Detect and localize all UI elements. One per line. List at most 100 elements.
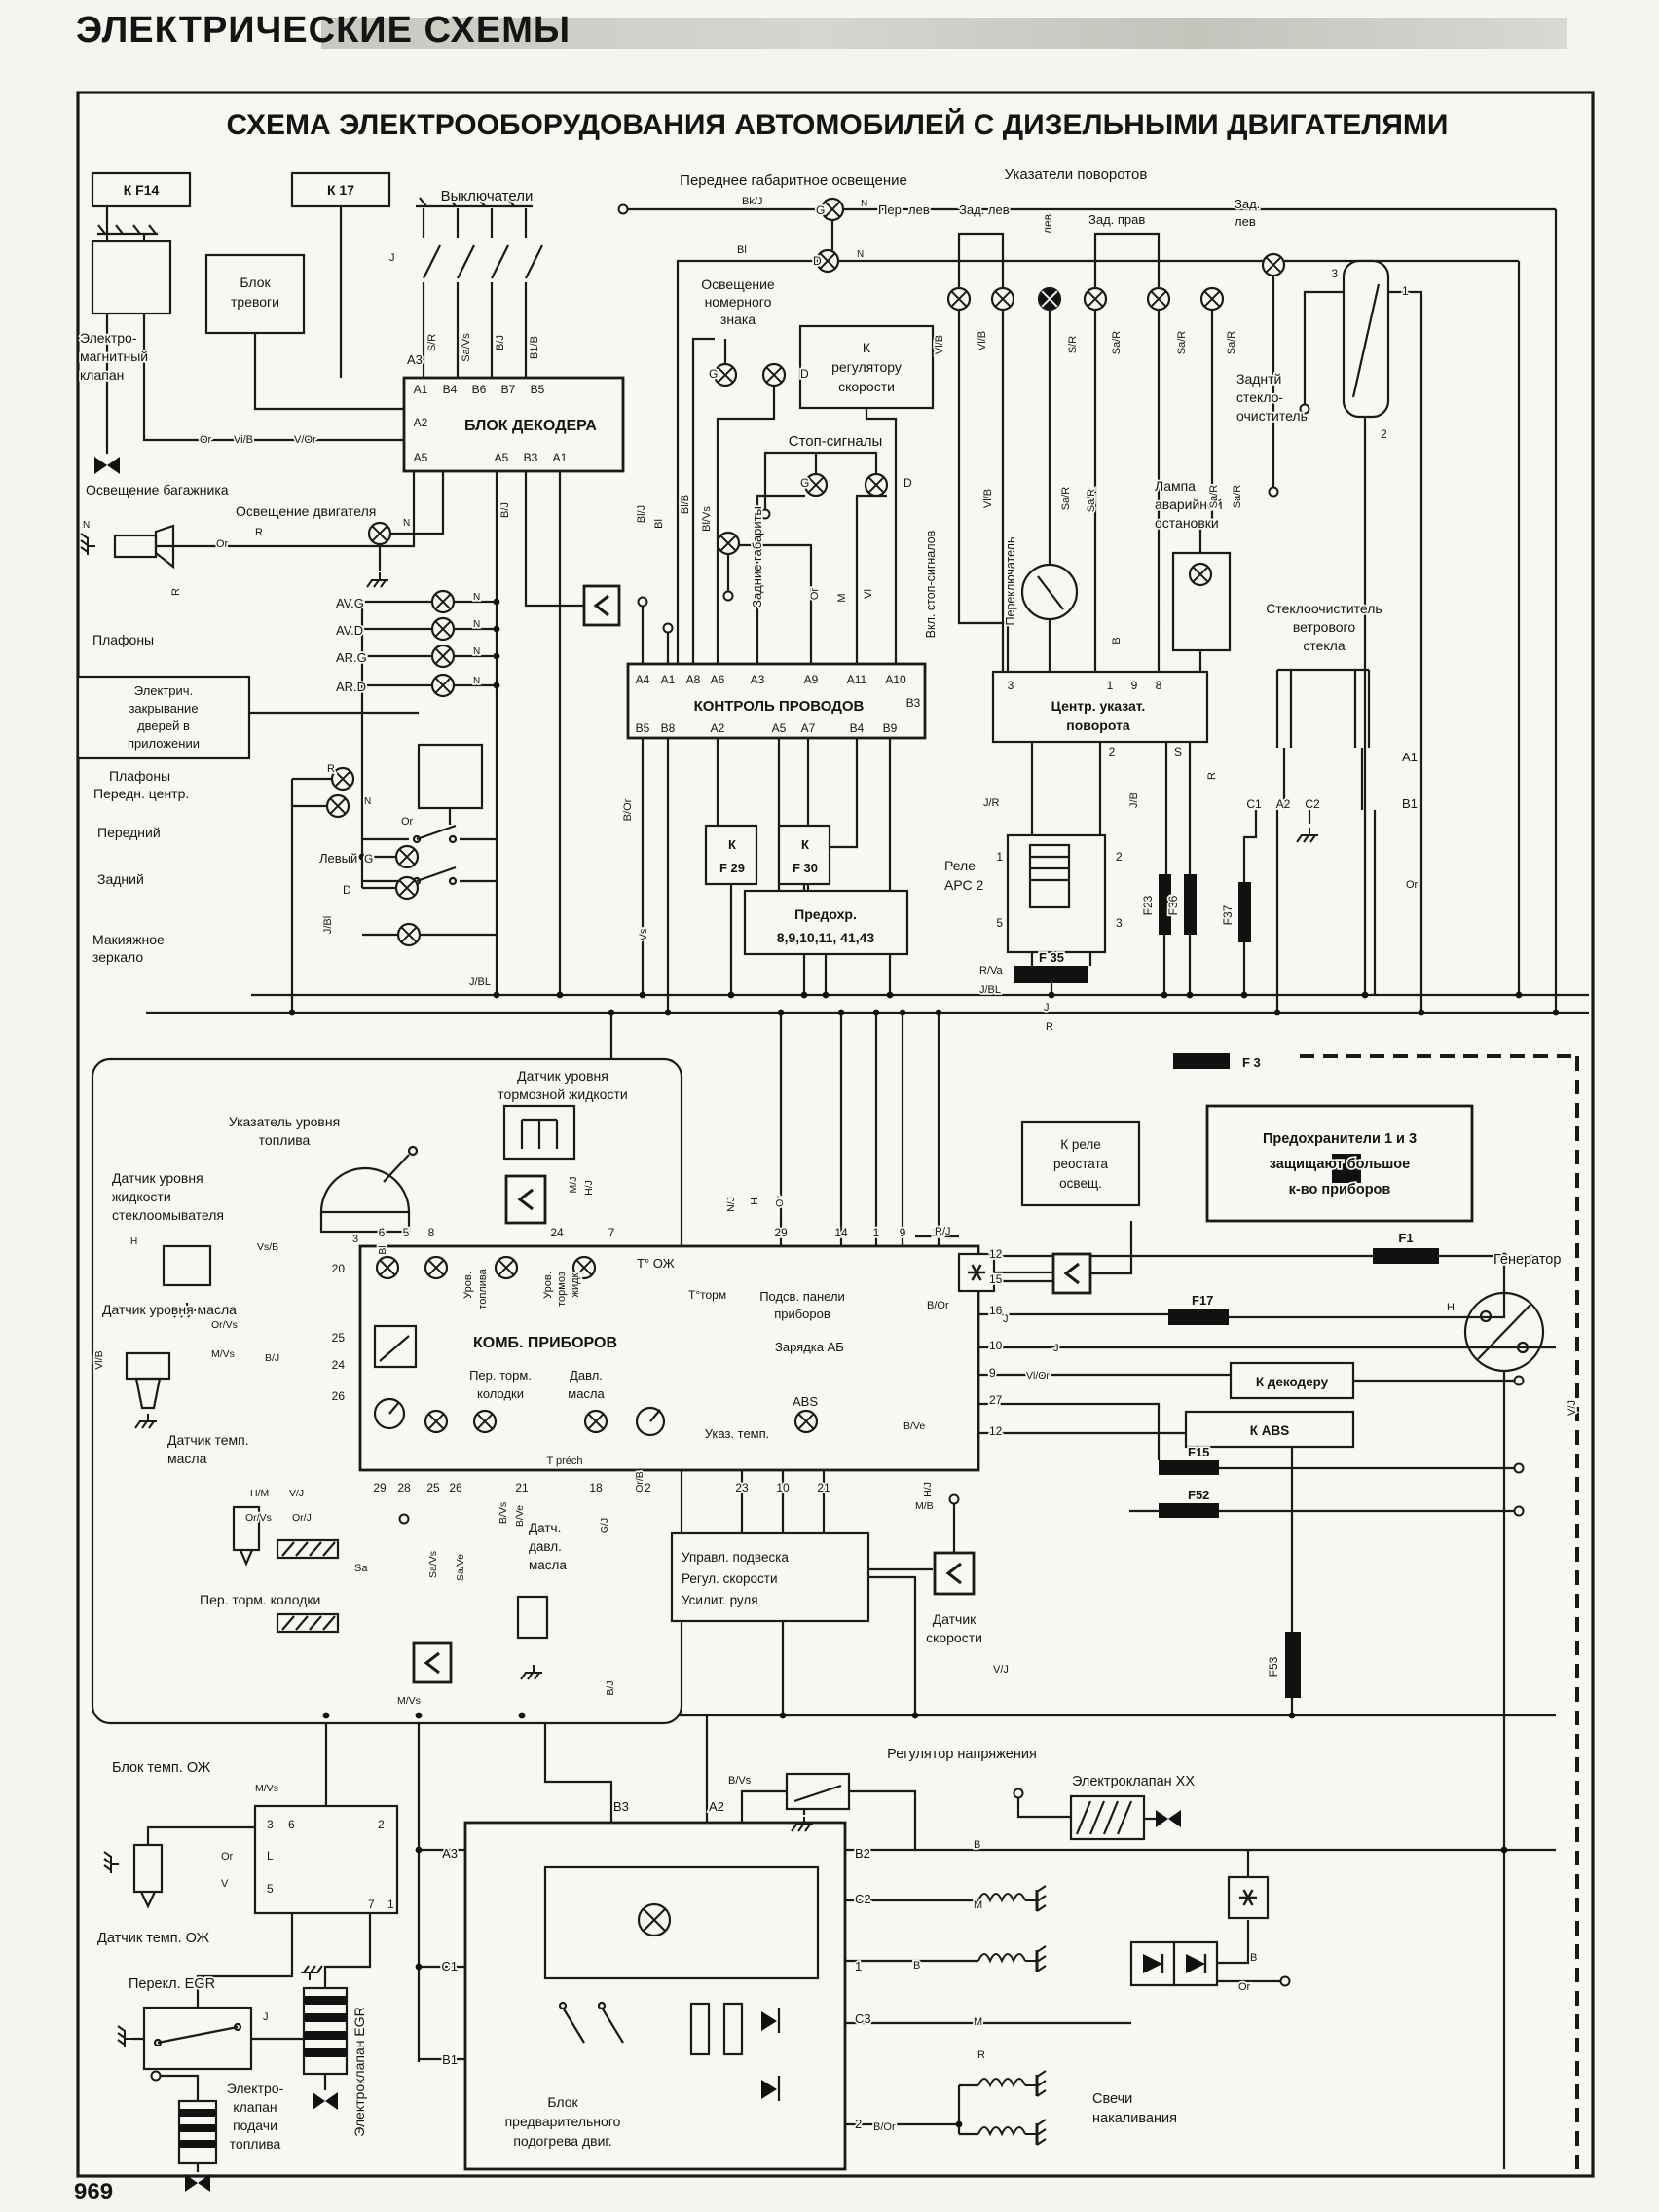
diagram-label: 9: [989, 1366, 996, 1380]
diagram-label: А7: [801, 721, 816, 735]
diagram-label: Н/М: [250, 1488, 269, 1499]
door-lock-note-box: [76, 675, 251, 760]
diagram-label: S/R: [426, 334, 438, 351]
diagram-label: Переднее габаритное освещение: [680, 172, 907, 189]
lamp-icon: [430, 673, 456, 698]
diagram-label: F36: [1166, 895, 1180, 915]
diagram-label: А2: [1276, 797, 1291, 811]
diagram-label: скорости: [926, 1630, 982, 1645]
diagram-label: Выключатели: [441, 188, 534, 204]
diagram-label: V: [221, 1878, 229, 1890]
diagram-label: N: [861, 199, 867, 209]
oil-level-sensor-box: [125, 1351, 171, 1381]
preheat-diodes: [761, 2011, 777, 2099]
diagram-label: F37: [1221, 904, 1235, 925]
diagram-label: Sa/Vs: [427, 1551, 439, 1578]
diagram-label: 2: [855, 2117, 862, 2131]
diagram-label: К декодеру: [1256, 1375, 1329, 1389]
diagram-label: 3: [267, 1818, 274, 1831]
diagram-label: F 3: [1242, 1055, 1261, 1070]
diagram-label: S: [1174, 745, 1182, 758]
diagram-label: J/B: [1128, 793, 1140, 808]
diagram-label: Лампа: [1155, 478, 1196, 494]
diagram-label: Заднтй: [1236, 371, 1281, 387]
diagram-label: С1: [441, 1959, 458, 1973]
diagram-label: Or/Vs: [211, 1319, 238, 1331]
lamp-icon: [946, 286, 972, 312]
diagram-label: Стеклоочиститель: [1266, 601, 1382, 616]
diagram-label: 26: [332, 1389, 346, 1403]
coolant-temp-sensor: [132, 1843, 164, 1894]
diagram-label: N: [403, 518, 410, 529]
idle-valve-box: [1069, 1794, 1146, 1841]
diagram-label: С3: [855, 2011, 871, 2026]
instrument-cluster-box: [358, 1244, 980, 1472]
diagram-label: В: [1250, 1952, 1257, 1964]
diagram-label: 7: [368, 1898, 375, 1911]
diagram-label: J: [1003, 1313, 1009, 1325]
diagram-label: Bl: [377, 1245, 388, 1254]
arrow-boxes: [412, 584, 1092, 1684]
diagram-label: J/BL: [469, 977, 491, 988]
diagram-label: Электроклапан EGR: [351, 2007, 367, 2136]
diagram-title: СХЕМА ЭЛЕКТРООБОРУДОВАНИЯ АВТОМОБИЛЕЙ С …: [226, 109, 1449, 141]
preheat-contacts: [562, 2007, 624, 2044]
interior-switch-box: [417, 743, 484, 810]
diagram-label: А3: [442, 1846, 458, 1861]
diagram-label: Уров.: [462, 1272, 474, 1299]
diagram-label: N: [473, 592, 480, 603]
fuse-f15: [1159, 1460, 1219, 1475]
diagram-label: масла: [568, 1386, 605, 1401]
diode-box-icon: [1129, 1940, 1176, 1987]
diagram-label: В6: [472, 383, 487, 396]
wire-check-box: [626, 662, 927, 740]
lamp-icon: [583, 1409, 608, 1434]
diagram-label: Датчик уровня: [112, 1170, 203, 1186]
decoder-box: [402, 376, 625, 473]
diagram-label: N: [473, 619, 480, 630]
diagram-label: D: [813, 254, 822, 268]
diagram-label: N: [857, 249, 864, 260]
diagram-label: F53: [1267, 1656, 1280, 1677]
washer-level-sensor-box: [162, 1244, 212, 1287]
diagram-label: V/J: [993, 1664, 1009, 1676]
diagram-label: ветрового: [1293, 619, 1355, 635]
diagram-label: Or: [1238, 1981, 1251, 1993]
oil-temp-sensor-box: [232, 1505, 261, 1552]
lamp-icon: [472, 1409, 498, 1434]
diagram-label: 9: [1131, 679, 1138, 692]
diagram-label: 1: [855, 1959, 862, 1973]
diagram-label: Vl/B: [982, 489, 994, 508]
diagram-label: Пер. торм. колодки: [200, 1592, 320, 1607]
luggage-lamp-body: [113, 534, 158, 559]
lamp-icon: [424, 1255, 449, 1280]
connector-circles: [150, 203, 1525, 2082]
diagram-label: Vl/B: [934, 335, 945, 354]
diagram-label: 24: [550, 1226, 564, 1239]
diagram-label: B/J: [265, 1352, 279, 1364]
diagram-label: А1: [661, 673, 676, 686]
diagram-label: V/J: [289, 1488, 304, 1499]
page-number: 969: [74, 2179, 114, 2205]
lamp-icon: [430, 644, 456, 669]
diagram-label: реостата: [1053, 1157, 1109, 1171]
diagram-label: освещ.: [1059, 1176, 1102, 1191]
diagram-label: поворота: [1066, 718, 1130, 733]
generator-slash: [1477, 1304, 1531, 1360]
diagram-label: T préch: [546, 1456, 582, 1467]
diagram-label: Плафоны: [92, 632, 154, 647]
diagram-label: Указатель уровня: [229, 1114, 340, 1129]
diagram-label: B/Vs: [728, 1775, 752, 1787]
diagram-label: Or: [200, 434, 212, 446]
diagram-label: давл.: [529, 1539, 562, 1554]
diagram-label: D: [903, 476, 912, 490]
diagram-label: Зад. лев: [959, 203, 1010, 217]
diagram-label: AR.G: [336, 650, 367, 665]
diagram-label: N: [364, 796, 371, 807]
diagram-label: к-во приборов: [1289, 1182, 1391, 1198]
diagram-label: D: [800, 367, 809, 381]
diagram-label: AV.G: [336, 596, 364, 610]
diagram-label: Sa/R: [1176, 331, 1188, 355]
brake-fluid-fork: [520, 1118, 559, 1149]
